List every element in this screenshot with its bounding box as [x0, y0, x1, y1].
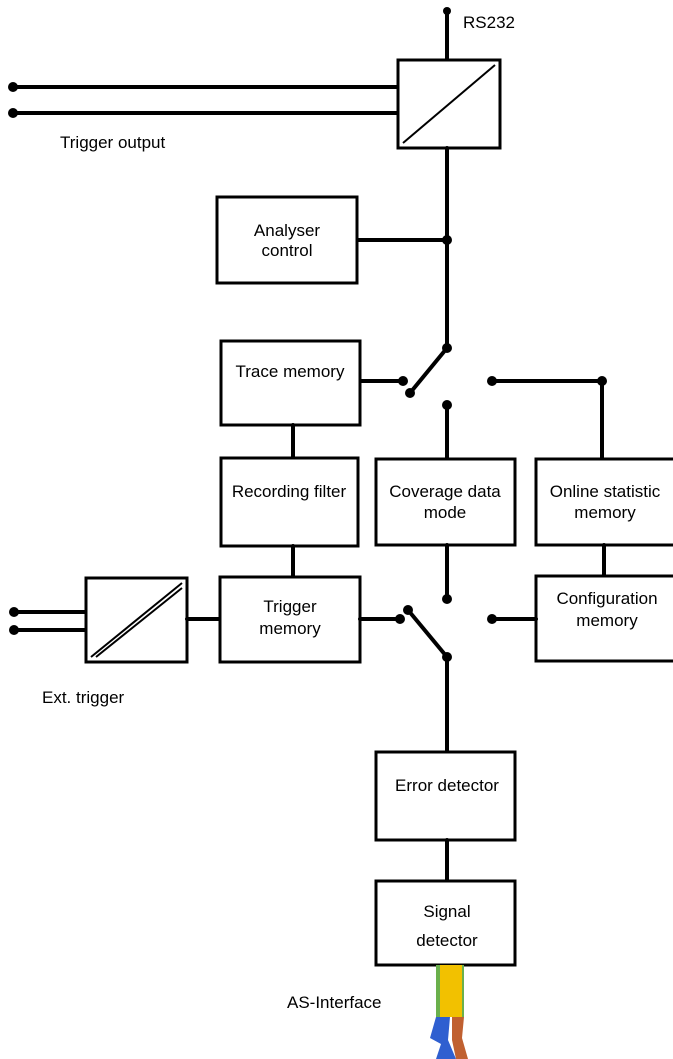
recording-filter-block: Recording filter: [219, 456, 360, 548]
analyser-control-label-2: control: [261, 241, 312, 260]
configuration-memory-label-1: Configuration: [556, 589, 657, 608]
main-bus-upper: [356, 146, 452, 350]
cable-blue-wire: [430, 1017, 456, 1059]
online-statistic-memory-label-2: memory: [574, 503, 636, 522]
cable-yellow-sheath: [440, 965, 462, 1017]
rs232-label: RS232: [463, 13, 515, 32]
online-statistic-memory-label-1: Online statistic: [550, 482, 661, 501]
trace-memory-block: Trace memory: [219, 339, 362, 427]
trigger-output-label: Trigger output: [60, 133, 165, 152]
rs232-converter-block: [396, 58, 502, 150]
configuration-memory-label-2: memory: [576, 611, 638, 630]
coverage-data-mode-block: Coverage data mode: [374, 457, 517, 547]
as-interface-cable: [430, 965, 468, 1059]
ext-trigger-converter-block: [84, 576, 189, 664]
as-interface-label: AS-Interface: [287, 993, 382, 1012]
trigger-memory-label-2: memory: [259, 619, 321, 638]
error-detector-block: Error detector: [374, 750, 517, 842]
ext-trigger-label: Ext. trigger: [42, 688, 125, 707]
analyser-control-block: Analyser control: [215, 195, 359, 285]
trigger-memory-block: Trigger memory: [218, 575, 362, 664]
signal-detector-label-2: detector: [416, 931, 478, 950]
signal-detector-label-1: Signal: [423, 902, 470, 921]
analyser-control-label-1: Analyser: [254, 221, 320, 240]
trace-memory-label: Trace memory: [236, 362, 345, 381]
upper-switch: [358, 343, 607, 461]
trigger-memory-label-1: Trigger: [263, 597, 317, 616]
lower-switch: [358, 543, 538, 754]
online-statistic-memory-block: Online statistic memory: [534, 457, 673, 547]
coverage-data-mode-label-1: Coverage data: [389, 482, 501, 501]
coverage-data-mode-label-2: mode: [424, 503, 467, 522]
error-detector-label: Error detector: [395, 776, 499, 795]
cable-brown-wire: [452, 1017, 468, 1059]
ext-trigger-lines: [9, 607, 88, 635]
signal-detector-block: Signal detector: [374, 879, 517, 967]
trigger-output-lines: [8, 82, 400, 118]
configuration-memory-block: Configuration memory: [534, 574, 673, 663]
rs232-line: [443, 7, 451, 62]
recording-filter-label: Recording filter: [232, 482, 347, 501]
